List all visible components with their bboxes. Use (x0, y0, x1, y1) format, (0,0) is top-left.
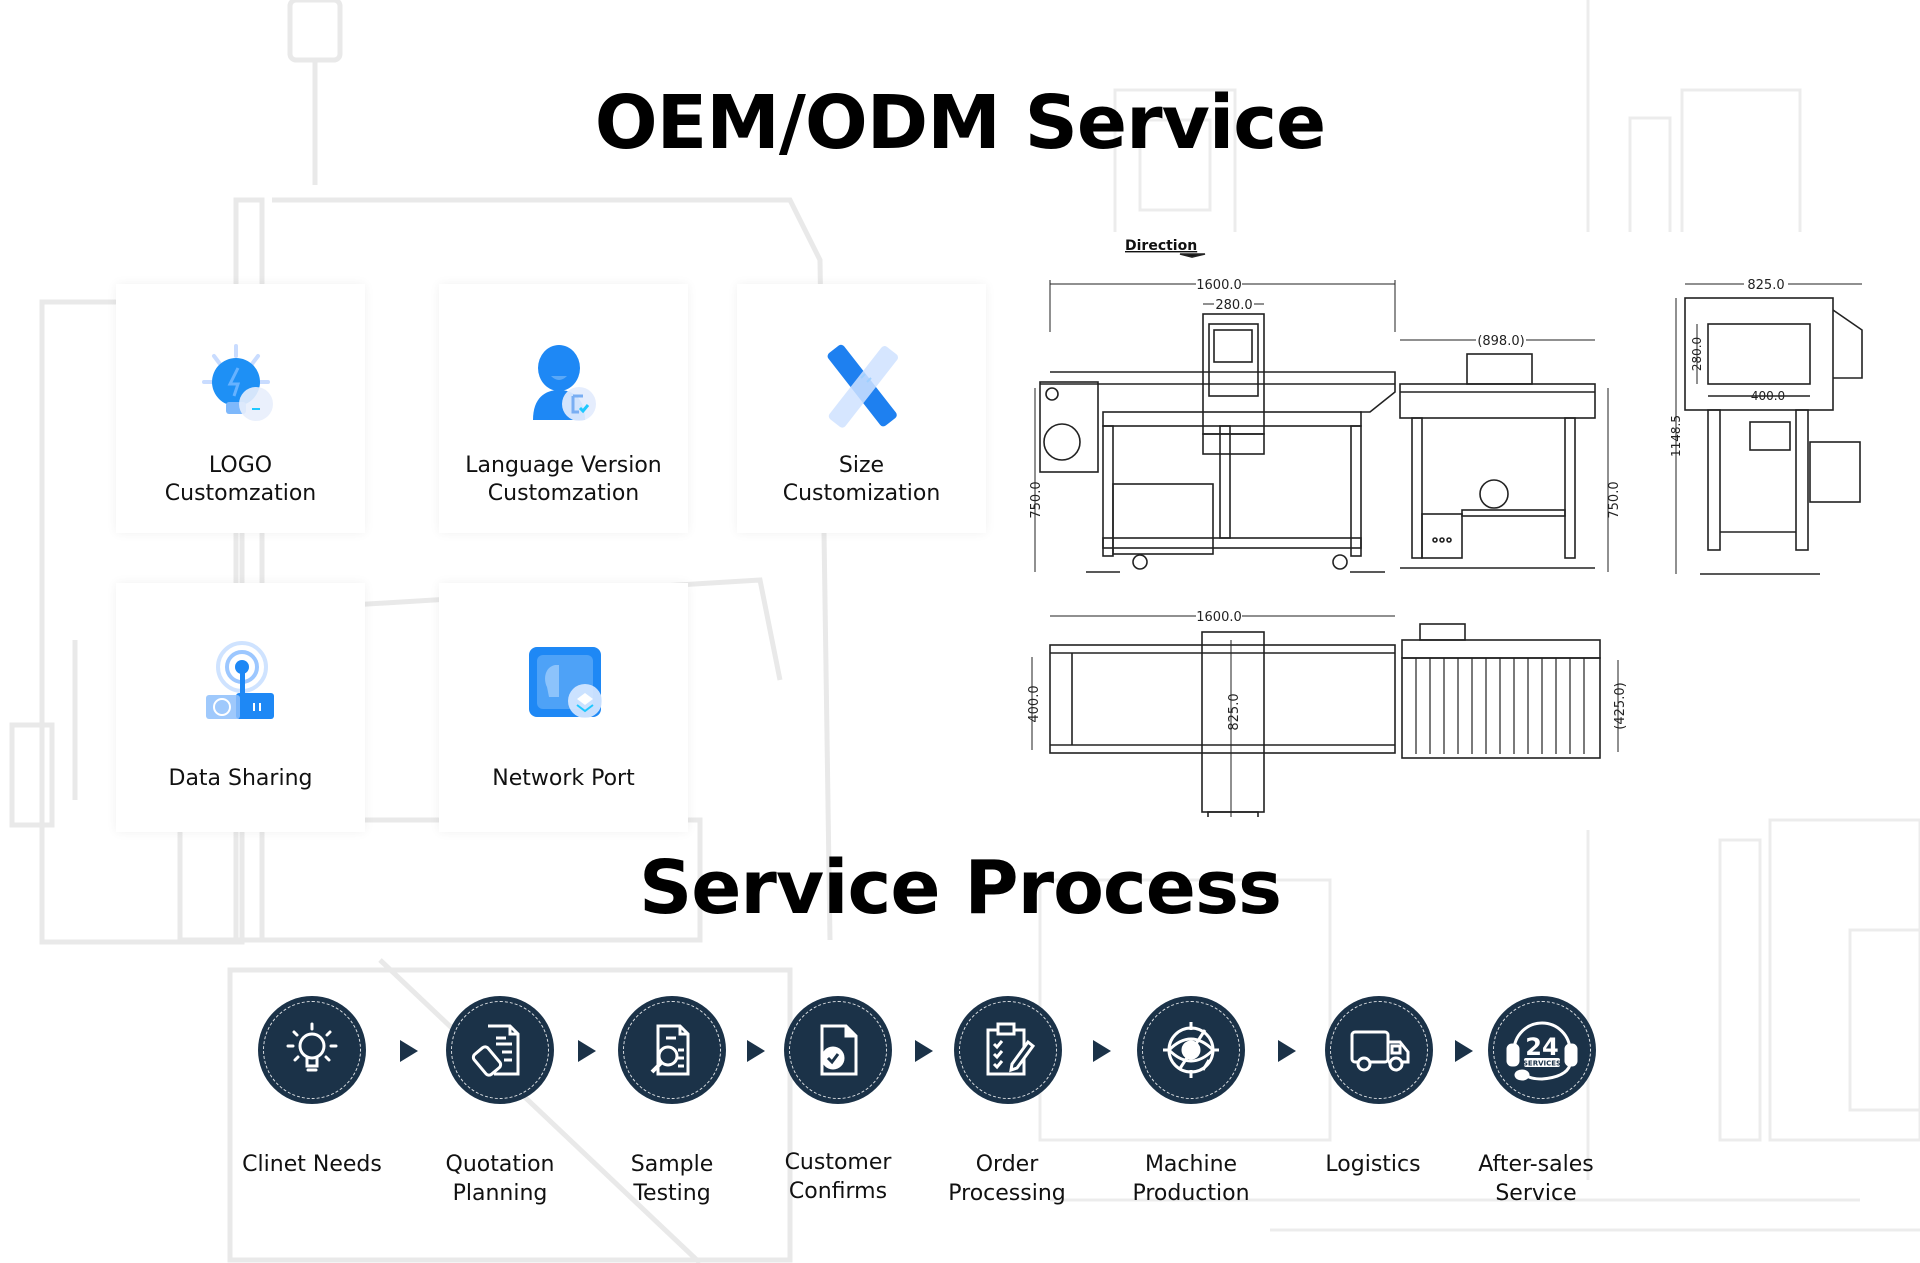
dim-head-depth: 825.0 (1227, 693, 1242, 730)
dim-belt-width: 400.0 (1027, 685, 1042, 722)
card-label: Language Version Customzation (465, 453, 662, 506)
card-language-version-customization: Language Version Customzation (439, 284, 688, 533)
step-arrow-icon (578, 1040, 596, 1062)
direction-arrow-icon (1179, 253, 1206, 258)
ruler-cross-icon (737, 342, 986, 432)
step-label: Clinet Needs (242, 1152, 382, 1177)
document-search-icon (650, 1024, 690, 1076)
step-quotation-planning (446, 996, 554, 1104)
truck-icon (1350, 1030, 1410, 1072)
user-document-icon (439, 342, 688, 432)
headset-24-services-icon: 24 SERVICES (1506, 1021, 1578, 1081)
service-process-title: Service Process (638, 845, 1282, 931)
step-after-sales-service: 24 SERVICES (1488, 996, 1596, 1104)
dim-head-width: 280.0 (1215, 298, 1252, 313)
step-order-processing (954, 996, 1062, 1104)
dim-front-height-right: 750.0 (1607, 481, 1622, 518)
dim-side-width: 825.0 (1747, 278, 1784, 293)
dim-aperture-height: 280.0 (1690, 337, 1704, 371)
card-size-customization: Size Customization (737, 284, 986, 533)
card-data-sharing: Data Sharing (116, 583, 365, 832)
card-label: Data Sharing (168, 766, 313, 791)
eye-target-icon (1163, 1022, 1219, 1078)
dim-top-length: 1600.0 (1196, 610, 1242, 625)
step-arrow-icon (1278, 1040, 1296, 1062)
dim-front-height-left: 750.0 (1029, 481, 1044, 518)
dim-front-length: 1600.0 (1196, 278, 1242, 293)
step-arrow-icon (400, 1040, 418, 1062)
step-machine-production (1137, 996, 1245, 1104)
step-customer-confirms (784, 996, 892, 1104)
step-arrow-icon (915, 1040, 933, 1062)
step-arrow-icon (747, 1040, 765, 1062)
quotation-document-icon (471, 1024, 520, 1077)
card-network-port: Network Port (439, 583, 688, 832)
network-layer-icon (439, 641, 688, 731)
step-label: Logistics (1325, 1152, 1421, 1177)
dim-aperture-width: 400.0 (1751, 389, 1785, 403)
step-arrow-icon (1093, 1040, 1111, 1062)
direction-label: Direction (1125, 238, 1197, 254)
dim-reject-length: (898.0) (1477, 334, 1524, 349)
signal-router-icon (116, 641, 365, 731)
card-label: Size Customization (782, 453, 941, 506)
svg-text:24: 24 (1525, 1033, 1558, 1061)
lightbulb-icon (116, 342, 365, 432)
svg-text:SERVICES: SERVICES (1523, 1060, 1561, 1068)
card-label: LOGO Customzation (164, 453, 317, 506)
card-label: Network Port (492, 766, 635, 791)
step-client-needs (258, 996, 366, 1104)
step-logistics (1325, 996, 1433, 1104)
dim-reject-width: (425.0) (1613, 682, 1628, 729)
lightbulb-icon (286, 1022, 338, 1072)
step-arrow-icon (1455, 1040, 1473, 1062)
machine-technical-drawing: Direction 1600.0 280.0 750.0 (1020, 232, 1870, 848)
page-title: OEM/ODM Service (594, 80, 1327, 166)
step-sample-testing (618, 996, 726, 1104)
dim-total-height: 1148.5 (1669, 415, 1683, 457)
clipboard-checklist-icon (986, 1022, 1036, 1076)
card-logo-customization: LOGO Customzation (116, 284, 365, 533)
document-check-icon (820, 1024, 858, 1076)
